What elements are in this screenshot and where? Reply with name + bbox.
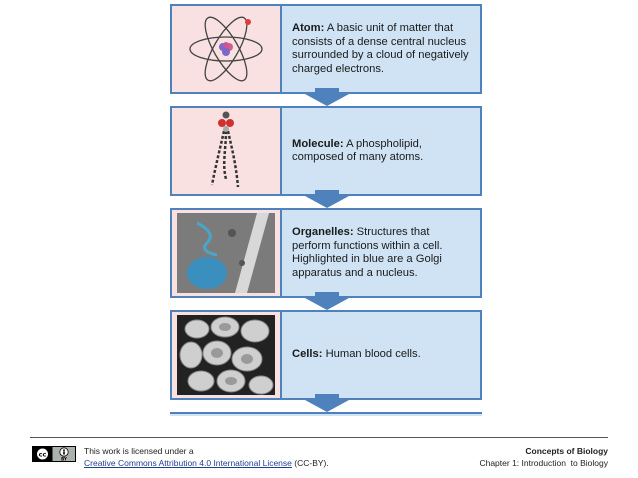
down-arrow [305,190,349,208]
level-desc: Structures that perform functions within… [292,226,443,279]
cells-text: Cells: Human blood cells. [282,312,480,398]
atom-text: Atom: A basic unit of matter that consis… [282,6,480,92]
organelles-text: Organelles: Structures that perform func… [282,210,480,296]
level-term: Atom: [292,22,325,34]
atom-icon [189,16,263,82]
license-suffix: (CC-BY). [291,458,329,468]
level-organelles: Organelles: Structures that perform func… [170,208,482,298]
chapter-title: Chapter 1: Introduction to Biology [479,458,608,468]
phospholipid-icon [210,111,240,188]
level-desc: A phospholipid, composed of many atoms. [292,137,424,164]
book-title: Concepts of Biology [525,446,608,456]
molecule-text: Molecule: A phospholipid, composed of ma… [282,108,480,194]
footer-divider [30,437,608,438]
next-level-edge [170,412,482,416]
level-desc: Human blood cells. [325,348,421,361]
license-link[interactable]: Creative Commons Attribution 4.0 Interna… [84,458,292,468]
license-notice: This work is licensed under a Creative C… [84,445,329,469]
level-cells: Cells: Human blood cells. [170,310,482,400]
level-atom: Atom: A basic unit of matter that consis… [170,4,482,94]
blood-cells-icon [177,315,275,395]
license-line: Creative Commons Attribution 4.0 Interna… [84,457,329,469]
level-molecule: Molecule: A phospholipid, composed of ma… [170,106,482,196]
molecule-image [172,108,282,194]
organelles-image [172,210,282,296]
book-info: Concepts of Biology Chapter 1: Introduct… [479,445,608,469]
cells-image [172,312,282,398]
down-arrow [305,394,349,412]
down-arrow [305,88,349,106]
badge-by-text: BY [61,457,67,462]
level-desc: A basic unit of matter that consists of … [292,22,469,75]
down-arrow [305,292,349,310]
level-term: Cells: [292,348,323,361]
badge-cc-text: cc [39,451,47,459]
level-term: Molecule: [292,137,344,150]
atom-image [172,6,282,92]
license-prefix: This work is licensed under a [84,446,194,456]
micrograph-icon [177,213,275,293]
level-term: Organelles: [292,226,354,238]
cc-by-badge-icon: cc BY [32,446,76,462]
